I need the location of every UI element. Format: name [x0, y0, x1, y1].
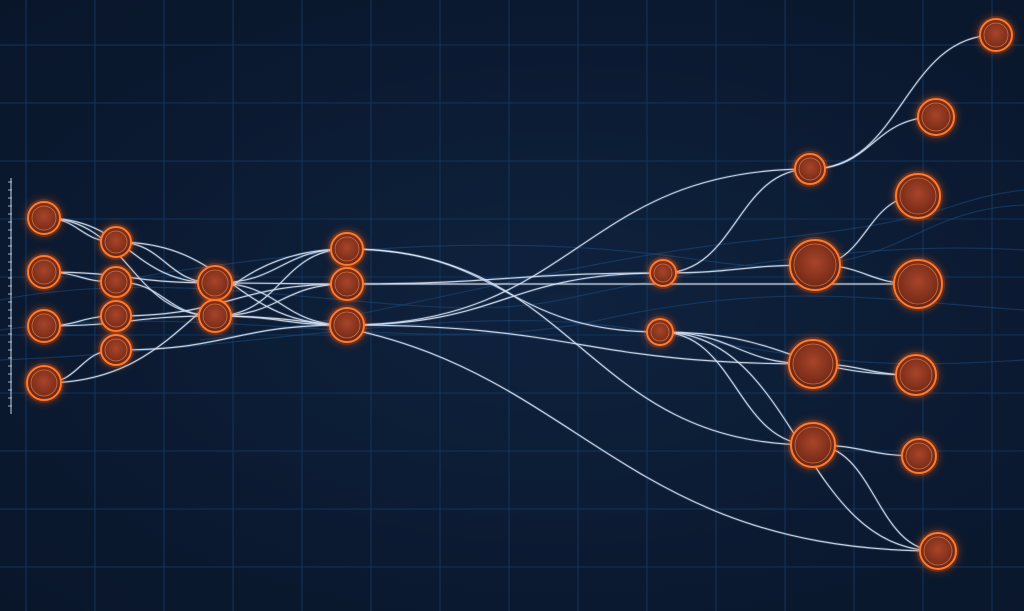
node-circle	[790, 422, 836, 468]
node-inner-ring	[104, 270, 128, 294]
node-n22[interactable]	[893, 171, 943, 221]
node-n10[interactable]	[196, 297, 234, 335]
node-circle	[788, 339, 838, 389]
node-inner-ring	[921, 102, 951, 132]
edge-n7-n12	[115, 283, 348, 317]
node-n6[interactable]	[98, 264, 134, 300]
node-n12[interactable]	[328, 265, 366, 303]
node-circle	[26, 365, 62, 401]
node-n11[interactable]	[328, 230, 366, 268]
node-inner-ring	[899, 177, 937, 215]
node-inner-ring	[334, 271, 360, 297]
node-n14[interactable]	[647, 257, 679, 289]
node-circle	[27, 201, 61, 235]
node-circle	[919, 532, 957, 570]
node-circle	[789, 239, 841, 291]
node-n18[interactable]	[786, 337, 840, 391]
node-n15[interactable]	[644, 316, 676, 348]
node-n24[interactable]	[893, 352, 939, 398]
node-circle	[917, 98, 955, 136]
node-inner-ring	[794, 426, 832, 464]
node-inner-ring	[104, 230, 128, 254]
node-circle	[330, 267, 364, 301]
node-n20[interactable]	[977, 16, 1015, 54]
node-n1[interactable]	[25, 199, 63, 237]
node-circle	[27, 309, 61, 343]
node-inner-ring	[792, 343, 834, 385]
edge-n15-n19	[659, 331, 814, 446]
node-circle	[901, 438, 937, 474]
edge-n13-n18	[346, 324, 814, 365]
edge-n13-n16	[346, 168, 811, 326]
node-n9[interactable]	[195, 263, 235, 303]
node-inner-ring	[905, 442, 933, 470]
node-n25[interactable]	[899, 436, 939, 476]
node-circle	[198, 299, 232, 333]
node-circle	[979, 18, 1013, 52]
node-inner-ring	[897, 263, 939, 305]
node-inner-ring	[104, 304, 128, 328]
node-inner-ring	[334, 236, 360, 262]
edge-n8-n13	[115, 324, 348, 351]
edge-n16-n14	[662, 168, 811, 274]
node-n16[interactable]	[792, 151, 828, 187]
node-inner-ring	[104, 338, 128, 362]
edge-n11-n19	[346, 248, 814, 446]
node-inner-ring	[653, 263, 673, 283]
node-inner-ring	[30, 369, 58, 397]
node-n5[interactable]	[98, 224, 134, 260]
node-n26[interactable]	[917, 530, 959, 572]
node-n8[interactable]	[98, 332, 134, 368]
background-flow-line	[119, 204, 1024, 281]
node-n23[interactable]	[891, 257, 945, 311]
node-inner-ring	[923, 536, 953, 566]
node-inner-ring	[798, 157, 822, 181]
node-n13[interactable]	[327, 305, 367, 345]
node-n2[interactable]	[25, 253, 63, 291]
background-flow-line	[0, 247, 1024, 309]
node-n19[interactable]	[788, 420, 838, 470]
node-inner-ring	[650, 322, 670, 342]
node-inner-ring	[202, 303, 228, 329]
node-inner-ring	[31, 259, 57, 285]
edge-n9-n11	[214, 248, 348, 284]
node-n3[interactable]	[25, 307, 63, 345]
node-n7[interactable]	[98, 298, 134, 334]
node-n17[interactable]	[787, 237, 843, 293]
node-inner-ring	[333, 311, 361, 339]
background-flow-line	[0, 319, 1024, 365]
node-inner-ring	[31, 313, 57, 339]
edge-n4-n11	[43, 248, 348, 384]
edge-n15-n24	[659, 331, 917, 376]
node-circle	[893, 259, 943, 309]
node-inner-ring	[983, 22, 1009, 48]
node-inner-ring	[31, 205, 57, 231]
edge-n13-n14	[346, 272, 664, 326]
edge-n10-n12	[214, 283, 348, 317]
node-circle	[895, 173, 941, 219]
edge-n16-n20	[809, 34, 997, 170]
node-n4[interactable]	[24, 363, 64, 403]
edge-n9-n13	[214, 282, 348, 326]
node-circle	[27, 255, 61, 289]
node-inner-ring	[899, 358, 933, 392]
node-inner-ring	[793, 243, 837, 287]
edge-n10-n11	[214, 248, 348, 317]
node-inner-ring	[201, 269, 229, 297]
node-circle	[895, 354, 937, 396]
node-n21[interactable]	[915, 96, 957, 138]
node-circle	[329, 307, 365, 343]
